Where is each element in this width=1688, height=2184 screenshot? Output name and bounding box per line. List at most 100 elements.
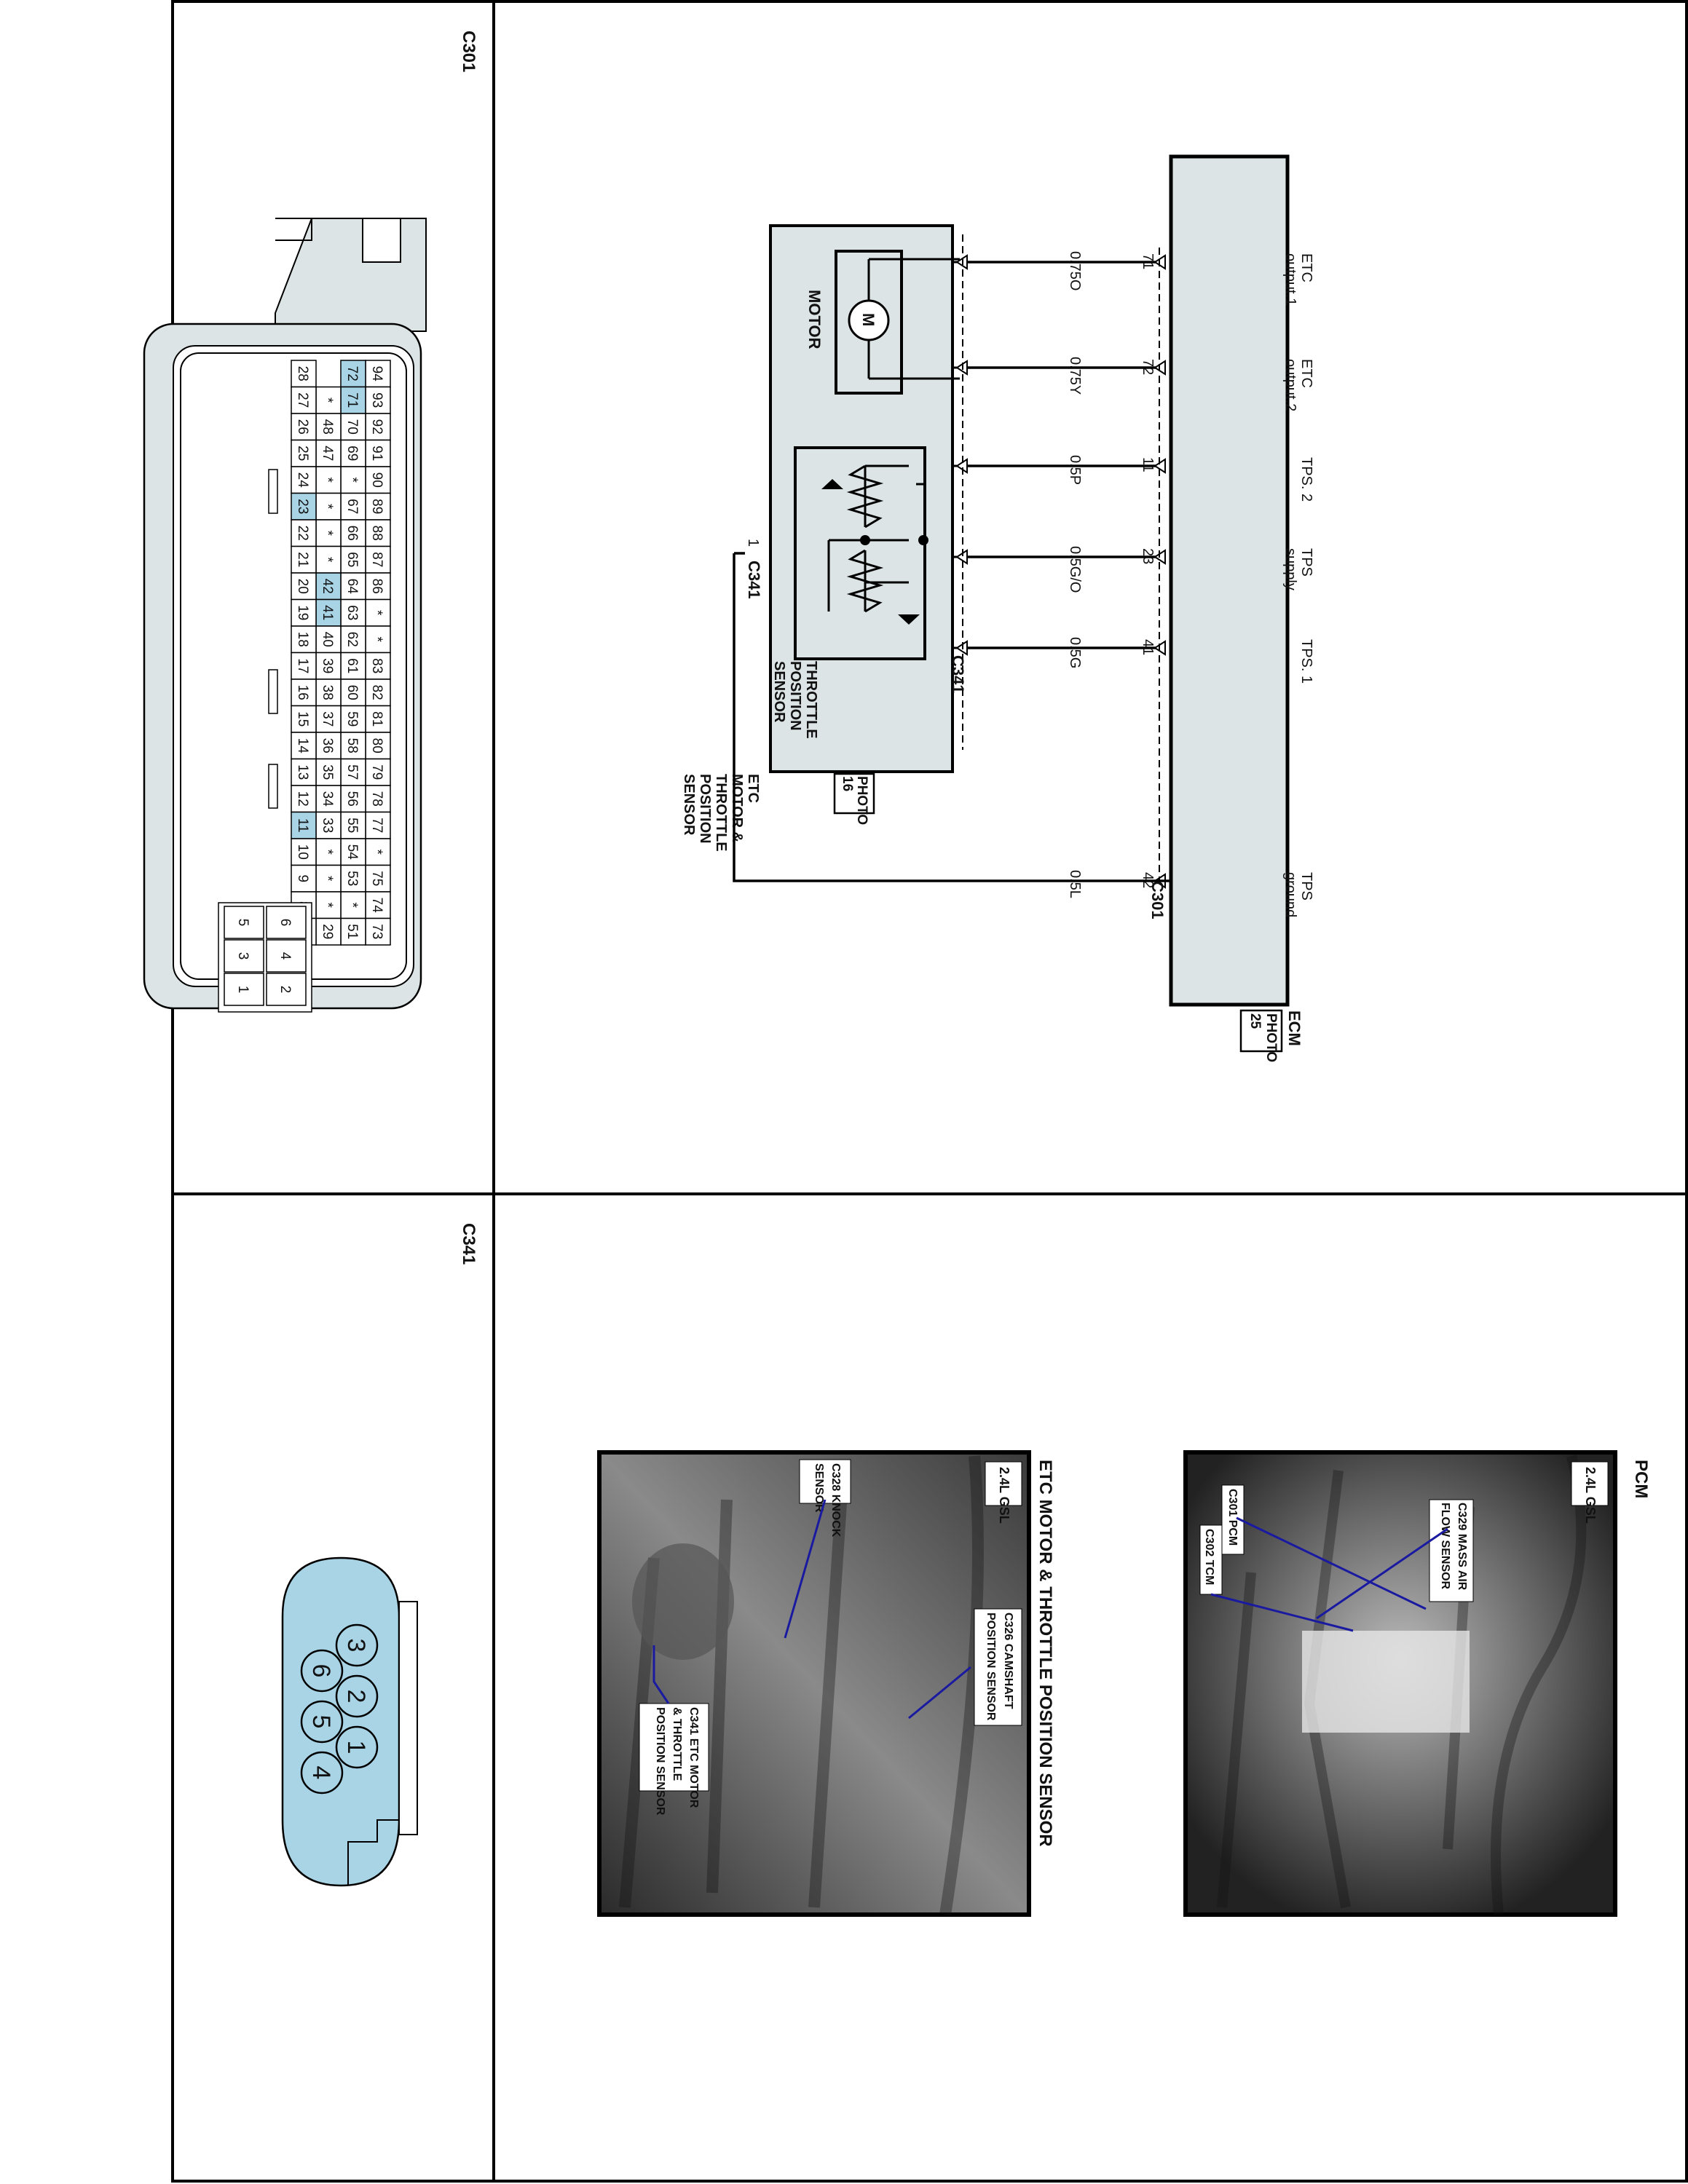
c301-pin-number: * [320, 397, 335, 403]
wire-color-label: 0.5P [1067, 455, 1083, 485]
c301-title: C301 [459, 31, 478, 72]
c301-pin-number: * [320, 531, 335, 537]
c301-latch [268, 764, 278, 809]
c301-pin-cell: 17 [291, 652, 317, 680]
ecm-photo-label: PHOTO [1263, 1013, 1279, 1062]
etc-callout-knock-2: SENSOR [813, 1463, 825, 1513]
c341-pin-number: 3 [342, 1639, 370, 1653]
c301-pin-cell: 37 [315, 705, 342, 733]
c301-pin-number: 34 [320, 791, 335, 807]
c301-pin-cell: 88 [365, 519, 391, 547]
c341-pin-circle [335, 1623, 379, 1667]
c301-pin-cell: 59 [340, 705, 366, 733]
etc-callout-cam-1: C326 CAMSHAFT [1002, 1613, 1014, 1709]
etc-callout-cam-2: POSITION SENSOR [985, 1613, 997, 1721]
c301-power-pin-number: 3 [235, 952, 251, 960]
c301-pin-cell: 70 [340, 413, 366, 441]
etc-callout-knock-1: C328 KNOCK [829, 1463, 842, 1538]
c341-pin-circle [335, 1674, 379, 1718]
c301-pin-cell: 65 [340, 545, 366, 574]
c341-ground-label: C341 [745, 561, 763, 599]
c301-pin-cell: 72 [340, 360, 366, 388]
c341-title: C341 [459, 1223, 478, 1265]
c301-pin-cell: * [365, 598, 391, 627]
c301-pin-number: 28 [295, 366, 310, 381]
c301-pin-cell: 92 [365, 413, 391, 441]
c301-pin-cell: 54 [340, 838, 366, 866]
ecm-pin-terminal [1153, 640, 1166, 656]
c301-power-pin-box [266, 939, 307, 973]
c301-pin-number: 88 [369, 526, 384, 541]
c341-pin-number: 6 [307, 1664, 335, 1678]
c301-pin-number: 89 [369, 499, 384, 514]
etc-photo-engine: 2.4L GSL [997, 1467, 1011, 1524]
c301-pin-cell: * [315, 545, 342, 574]
c301-pin-number: 79 [369, 764, 384, 780]
c301-pin-cell: 39 [315, 652, 342, 680]
c301-pin-number: 20 [295, 579, 310, 594]
c301-pin-cell: 66 [340, 519, 366, 547]
c301-pin-number: * [320, 903, 335, 909]
c301-power-pin-number: 4 [277, 952, 293, 960]
c301-pin-number: * [320, 478, 335, 483]
c301-pin-cell: * [315, 466, 342, 494]
c301-pin-cell: * [315, 492, 342, 521]
c301-pin-number: 14 [295, 738, 310, 754]
c301-pin-cell: * [340, 466, 366, 494]
c301-pin-cell: 15 [291, 705, 317, 733]
c301-pin-cell: 22 [291, 519, 317, 547]
c301-pin-number: 91 [369, 446, 384, 461]
c301-power-pin-box [224, 906, 264, 939]
ecm-pin-label1: ETC [1298, 359, 1314, 388]
c301-pin-number: 51 [344, 924, 360, 939]
c301-pin-number: 87 [369, 552, 384, 567]
c301-pin-cell: 71 [340, 386, 366, 414]
ecm-pin-label2: supply [1282, 548, 1298, 590]
ecm-photo-number: 25 [1247, 1013, 1263, 1029]
ecm-pin-label2: output.1 [1282, 253, 1298, 306]
c301-pin-number: * [320, 876, 335, 882]
c301-pin-cell: 57 [340, 758, 366, 786]
c301-pin-number: 78 [369, 791, 384, 807]
c301-pin-number: 17 [295, 658, 310, 673]
c341-pin-circle [300, 1751, 344, 1795]
c301-pin-cell: 74 [365, 891, 391, 919]
ecm-module: ECM PHOTO 25 [1169, 154, 1304, 1062]
c301-pin-cell: 64 [340, 572, 366, 601]
c301-pin-cell: * [315, 838, 342, 866]
c301-pin-cell: 86 [365, 572, 391, 601]
c301-pin-number: 54 [344, 844, 360, 860]
c301-pin-cell: 42 [315, 572, 342, 601]
ecm-pin-label2: ground [1282, 872, 1298, 917]
c301-pin-cell: 38 [315, 678, 342, 707]
c301-pin-cell: 40 [315, 625, 342, 654]
c301-pin-number: 15 [295, 711, 310, 727]
c301-pin-cell: 63 [340, 598, 366, 627]
c301-pin-number: 90 [369, 472, 384, 488]
c301-pin-cell: 18 [291, 625, 317, 654]
wire-color-label: 0.5L [1067, 870, 1083, 898]
ecm-pin-terminal [1153, 360, 1166, 376]
c301-power-pin-box [224, 973, 264, 1006]
c301-pin-cell: 11 [291, 811, 317, 839]
c341-pin-number: 4 [307, 1766, 335, 1780]
ecm-pin-terminal [1153, 458, 1166, 474]
c301-pin-number: 53 [344, 871, 360, 886]
c301-pin-number: 9 [295, 874, 310, 882]
wire-color-label: 0.5G [1067, 637, 1083, 668]
pcm-callout-c301: C301 PCM [1226, 1489, 1239, 1546]
motor-label: MOTOR [805, 290, 824, 349]
c301-pin-cell: 19 [291, 598, 317, 627]
c301-pin-cell: 34 [315, 785, 342, 813]
c301-pin-cell: 48 [315, 413, 342, 441]
c301-pin-number: 61 [344, 658, 360, 673]
c301-pin-number: 25 [295, 446, 310, 461]
wire-color-label: 0.75Y [1067, 357, 1083, 395]
c301-pin-number: 57 [344, 764, 360, 780]
pcm-callout-c302: C302 TCM [1203, 1529, 1215, 1585]
